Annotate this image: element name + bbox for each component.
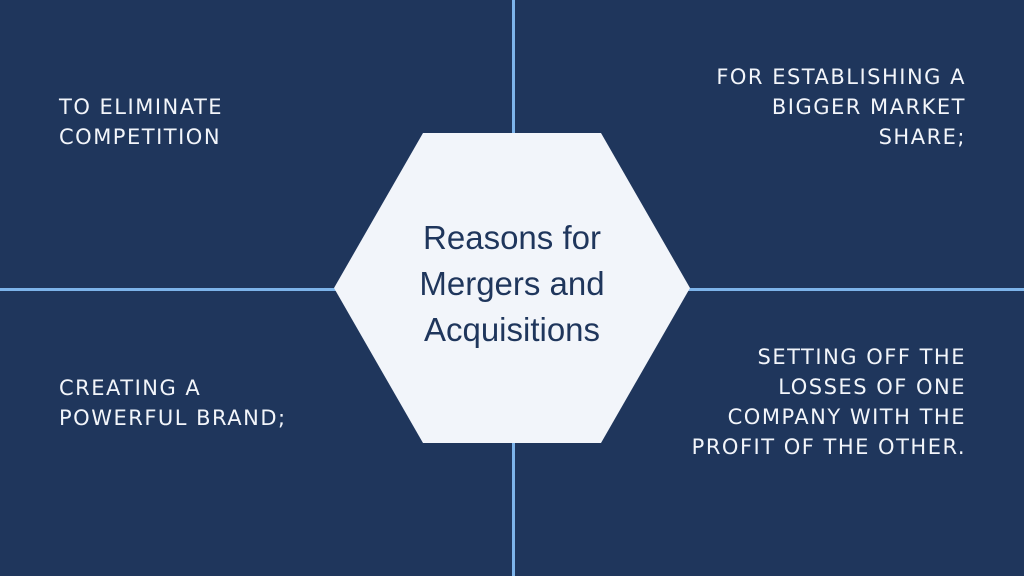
reason-top-right: FOR ESTABLISHING A BIGGER MARKET SHARE; (716, 65, 966, 149)
reason-bottom-left: CREATING A POWERFUL BRAND; (59, 376, 287, 430)
center-hexagon: Reasons for Mergers and Acquisitions (334, 133, 690, 443)
reason-top-left: TO ELIMINATE COMPETITION (59, 95, 224, 149)
hexagon-shape (334, 133, 690, 443)
reason-bottom-right: SETTING OFF THE LOSSES OF ONE COMPANY WI… (691, 345, 966, 459)
center-title: Reasons for Mergers and Acquisitions (419, 219, 605, 348)
hexagon-polygon (334, 133, 690, 443)
